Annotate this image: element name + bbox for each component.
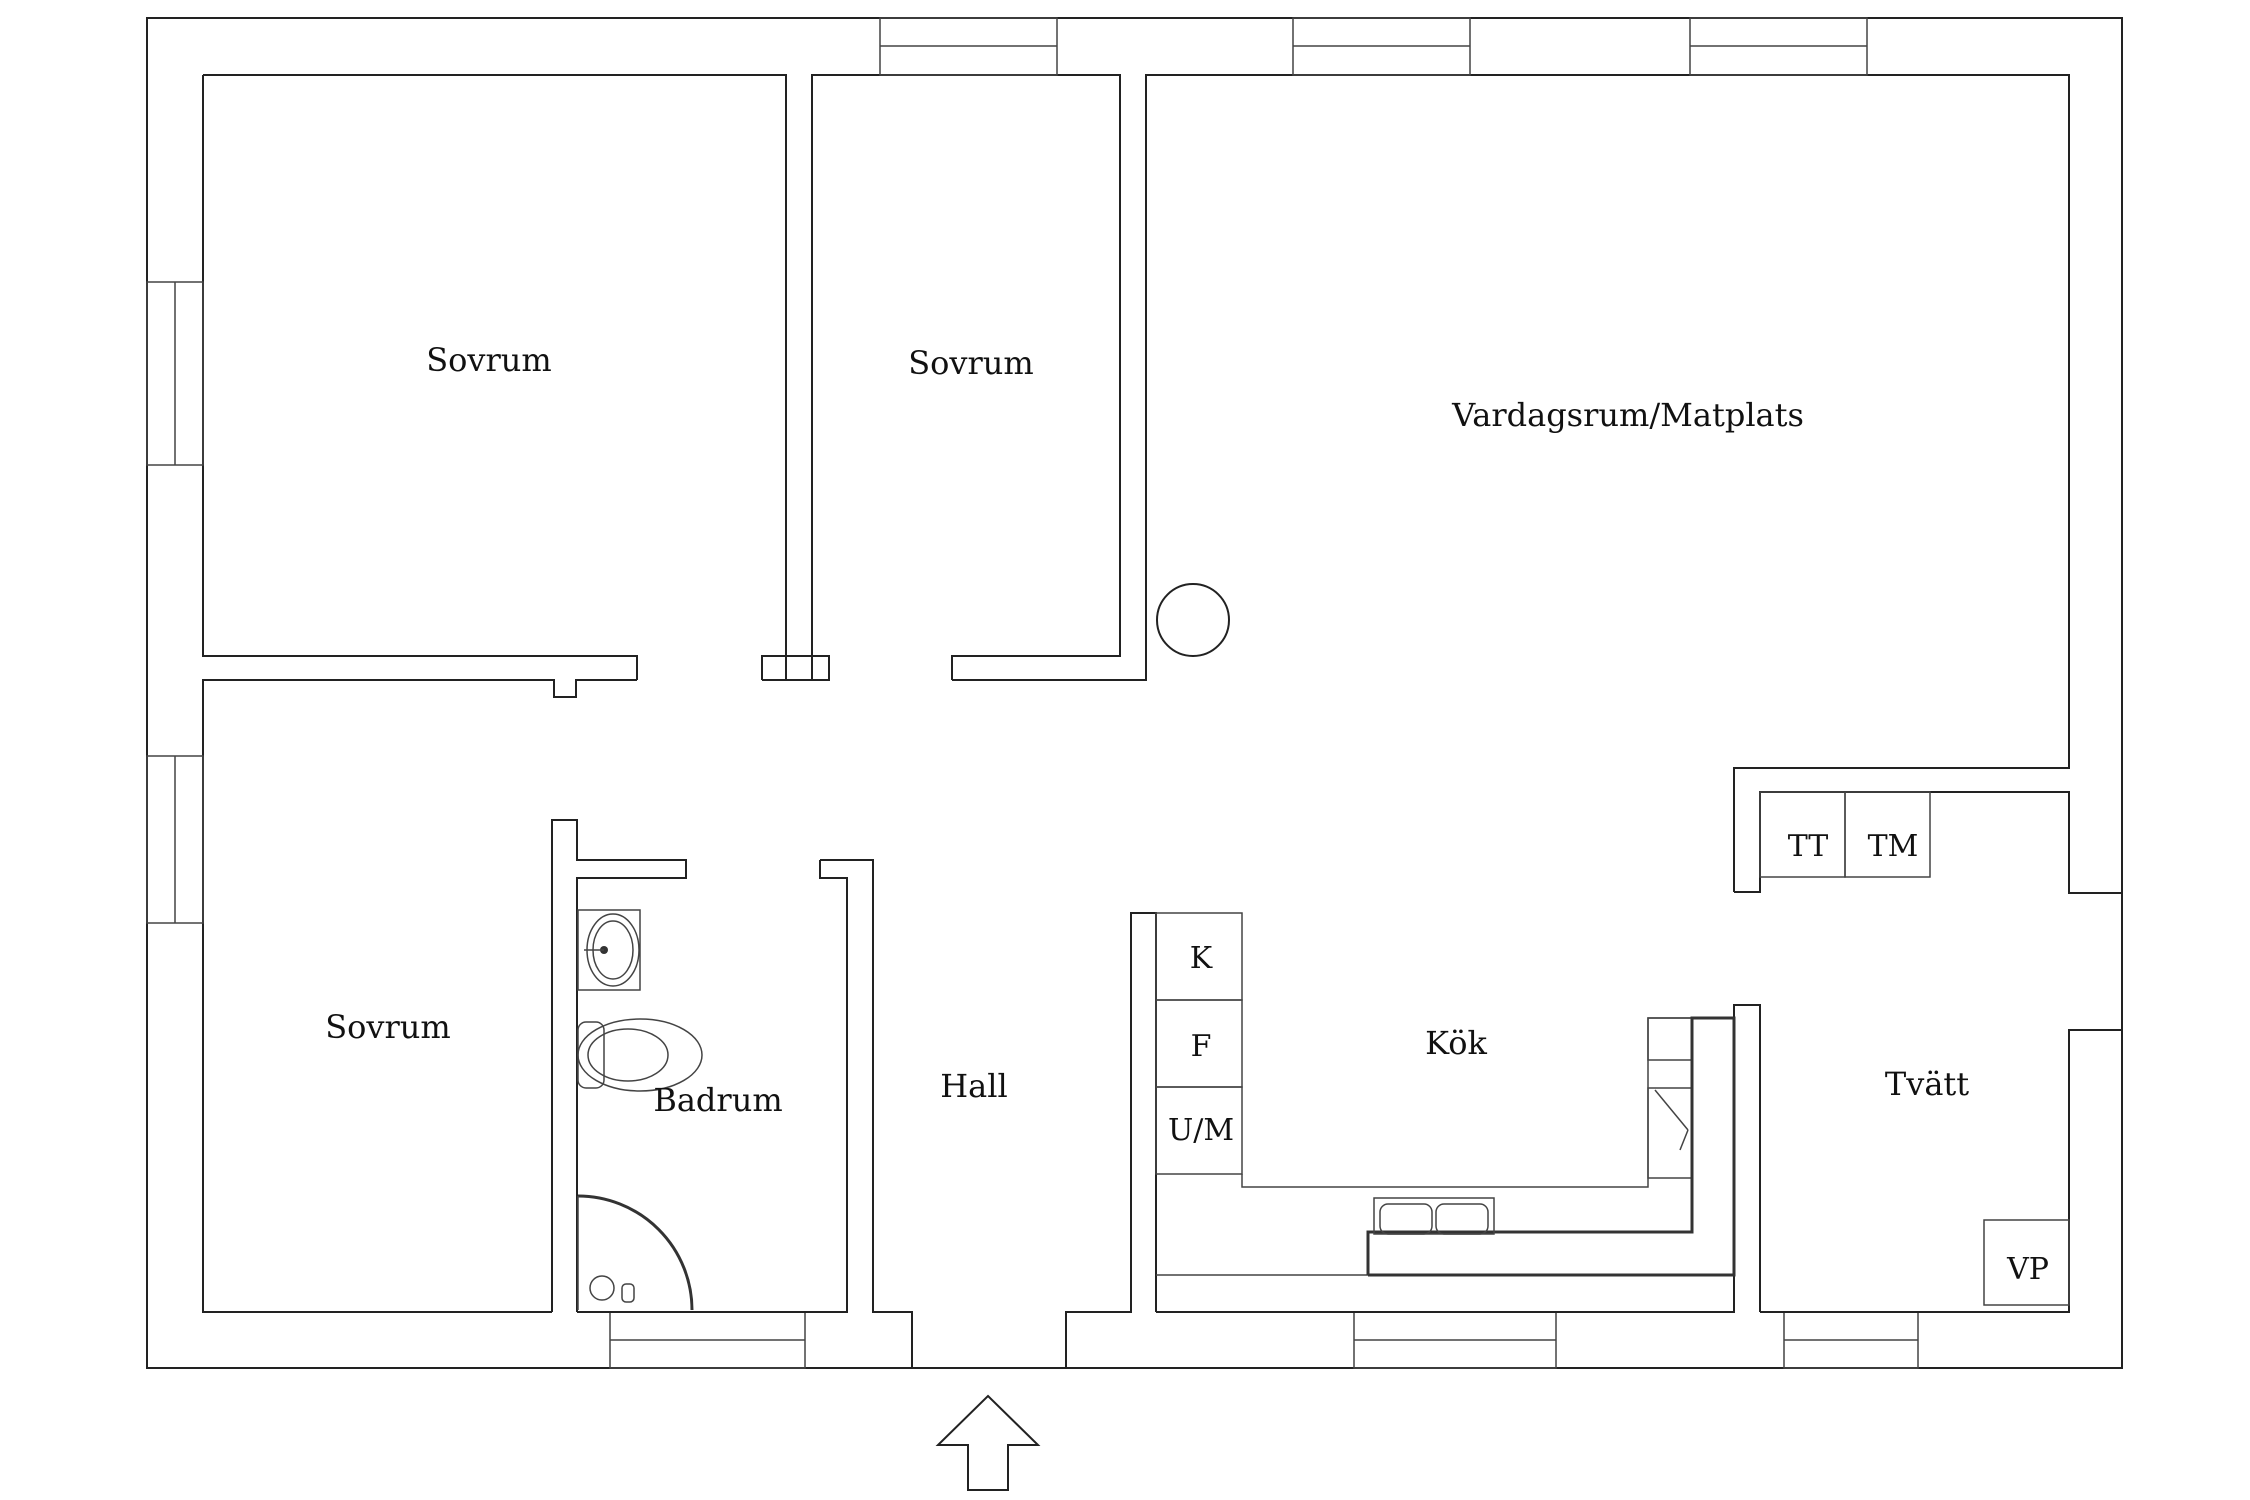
- kitchen-appliances: [1155, 912, 1736, 1277]
- outer-walls: [146, 17, 2123, 1369]
- wall-sovrum1: [203, 74, 787, 680]
- quarter-circle-shower-icon: [577, 1194, 694, 1311]
- appliance-label-vp: VP: [2006, 1252, 2049, 1287]
- double-sink-icon: [1373, 1197, 1495, 1235]
- wall-badrum-left: [551, 819, 687, 1312]
- wall-kok-bottom: [1156, 1004, 1761, 1313]
- um-box: [1155, 1086, 1243, 1175]
- cabinets-tt-tm: [1759, 791, 1931, 878]
- wall-sovrum3: [202, 679, 637, 1313]
- room-label-sovrum-2: Sovrum: [908, 344, 1034, 382]
- washbasin-icon: [577, 909, 641, 991]
- wall-sovrum2: [811, 74, 1121, 680]
- dishwasher-box: [1647, 1087, 1693, 1179]
- appliance-label-um: U/M: [1168, 1113, 1234, 1148]
- room-label-tvatt: Tvätt: [1885, 1065, 1969, 1103]
- appliance-label-k: K: [1190, 941, 1213, 976]
- vp-box: [1983, 1219, 2070, 1306]
- arrow-up-icon: [935, 1394, 1041, 1491]
- wall-sovrum1-bottom: [202, 75, 638, 680]
- outer-wall-outline: [146, 17, 2123, 1369]
- wall-stub-left: [761, 655, 830, 681]
- kitchen-counter-l: [1366, 1016, 1736, 1277]
- room-label-badrum: Badrum: [653, 1081, 782, 1119]
- tm-box: [1844, 791, 1931, 878]
- wall-tvatt-bottom: [1760, 1029, 2122, 1313]
- room-label-kok: Kök: [1425, 1024, 1487, 1062]
- windows: [146, 17, 1919, 1369]
- wall-kok-left: [1065, 912, 1157, 1368]
- room-label-hall: Hall: [940, 1067, 1007, 1105]
- appliance-label-tt: TT: [1788, 829, 1829, 864]
- room-label-sovrum-3: Sovrum: [325, 1008, 451, 1046]
- room-label-sovrum-1: Sovrum: [426, 341, 552, 379]
- toilet-icon: [577, 1018, 703, 1092]
- badrum-walls: [551, 819, 913, 1368]
- appliance-label-f: F: [1191, 1029, 1212, 1064]
- wall-badrum-inner: [805, 860, 848, 1313]
- appliance-label-tm: TM: [1868, 829, 1919, 864]
- wall-badrum-right: [820, 859, 913, 1368]
- room-label-vardagsrum: Vardagsrum/Matplats: [1451, 396, 1804, 434]
- wall-vardagsrum: [952, 74, 2070, 892]
- circle-column-icon: [1156, 583, 1230, 657]
- counter-line: [1241, 1017, 1734, 1188]
